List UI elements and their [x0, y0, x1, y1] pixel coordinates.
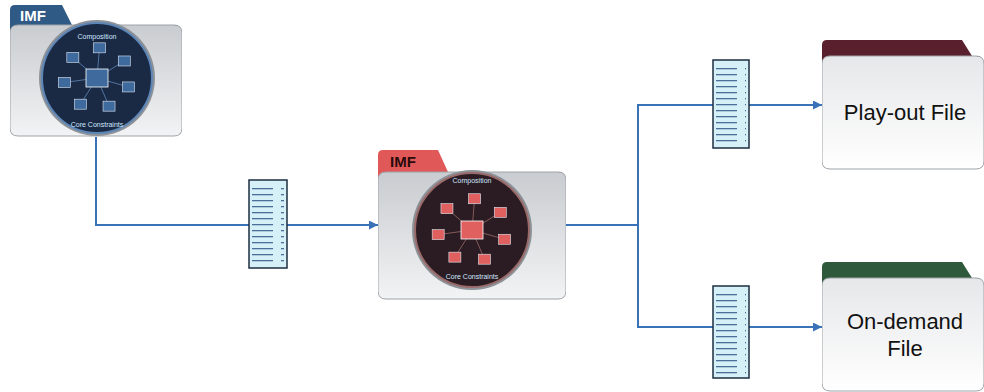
illustration-item — [499, 234, 511, 244]
illustration-item — [118, 56, 130, 66]
illustration-item — [432, 230, 444, 240]
illustration-disc — [42, 23, 152, 133]
document-text-lines — [716, 64, 746, 144]
document-page — [249, 180, 287, 268]
flow-arrow — [96, 137, 378, 225]
imf-folder: IMF — [10, 5, 182, 137]
illustration-item — [123, 82, 135, 92]
illustration-caption: Core Constraints — [446, 273, 499, 280]
illustration-ring — [412, 170, 532, 290]
illustration-caption: Composition — [453, 177, 492, 184]
illustration-caption: Composition — [78, 33, 117, 40]
illustration-item — [103, 101, 115, 111]
illustration-item — [469, 194, 481, 204]
document-text-lines — [716, 290, 746, 374]
output-folder: Play-out File — [822, 40, 984, 170]
folder-shape — [10, 5, 182, 137]
folder-tab-label: IMF — [20, 7, 46, 26]
document-icon — [713, 60, 749, 148]
package-illustration — [39, 20, 155, 136]
document-icon — [249, 180, 287, 268]
document-page — [713, 60, 749, 148]
document-page — [713, 286, 749, 378]
illustration-ring — [39, 20, 155, 136]
folder-body — [378, 172, 566, 299]
package-illustration — [412, 170, 532, 290]
illustration-item — [449, 252, 461, 262]
illustration-item — [58, 77, 70, 87]
document-text-lines — [252, 184, 284, 264]
document-icon — [713, 286, 749, 378]
illustration-item — [441, 204, 453, 214]
output-folder: On-demand File — [822, 262, 984, 392]
illustration-item — [494, 207, 506, 217]
illustration-item — [478, 254, 490, 264]
folder-tab-label: IMF — [390, 153, 416, 172]
illustration-item — [74, 99, 86, 109]
illustration-disc — [415, 173, 529, 287]
folder-title: On-demand File — [830, 278, 980, 392]
folder-body — [822, 56, 984, 169]
illustration-caption: Core Constraints — [71, 121, 124, 128]
illustration-core — [461, 221, 483, 239]
illustration-item — [93, 43, 105, 53]
illustration-item — [67, 52, 79, 62]
flow-arrow — [566, 225, 822, 327]
folder-body — [822, 278, 984, 391]
folder-title: Play-out File — [830, 56, 980, 170]
illustration-core — [86, 69, 108, 87]
flow-arrow — [566, 105, 822, 225]
